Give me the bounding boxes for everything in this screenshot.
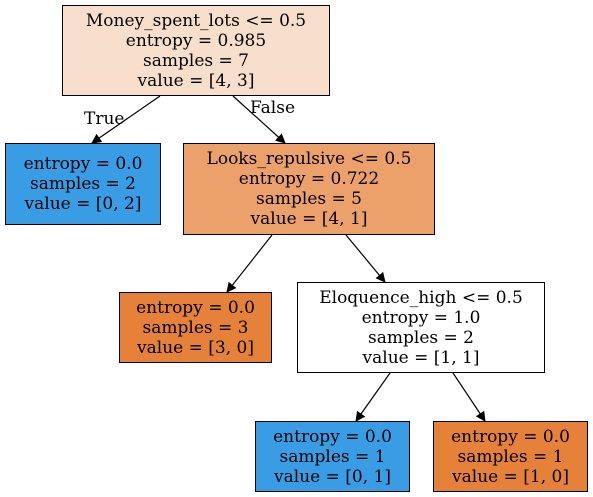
node-text-line: samples = 1 bbox=[457, 446, 564, 467]
edge-n2-n3 bbox=[226, 234, 273, 293]
node-text-line: Money_spent_lots <= 0.5 bbox=[85, 10, 307, 31]
edge-n2-n4 bbox=[345, 234, 386, 283]
edge-n4-n6 bbox=[452, 372, 486, 422]
node-text-line: entropy = 0.985 bbox=[125, 30, 267, 51]
node-text-line: value = [4, 1] bbox=[250, 209, 368, 229]
node-text-line: samples = 1 bbox=[279, 446, 386, 467]
node-text-line: entropy = 0.0 bbox=[23, 154, 143, 174]
node-text-line: value = [0, 1] bbox=[274, 466, 391, 487]
node-text-line: samples = 2 bbox=[30, 174, 136, 194]
node-text-line: samples = 2 bbox=[368, 327, 474, 348]
node-text-line: samples = 3 bbox=[142, 317, 249, 338]
edge-n4-n5 bbox=[355, 372, 391, 422]
node-text-line: value = [1, 0] bbox=[452, 466, 569, 487]
node-text-line: value = [1, 1] bbox=[362, 347, 480, 368]
edge-label-false: False bbox=[250, 98, 295, 118]
node-text-line: samples = 7 bbox=[143, 50, 249, 71]
node-text-line: value = [3, 0] bbox=[137, 337, 254, 358]
node-text-line: Eloquence_high <= 0.5 bbox=[319, 287, 523, 308]
node-text-line: entropy = 0.0 bbox=[273, 426, 392, 447]
node-text-line: value = [0, 2] bbox=[24, 194, 142, 214]
edge-label-true: True bbox=[84, 109, 125, 129]
node-text-line: entropy = 0.0 bbox=[451, 426, 570, 447]
node-text-line: Looks_repulsive <= 0.5 bbox=[206, 149, 412, 169]
edge-n0-n1 bbox=[91, 95, 161, 144]
node-text-line: samples = 5 bbox=[256, 189, 362, 209]
node-text-line: entropy = 0.722 bbox=[238, 169, 380, 189]
node-text-line: entropy = 0.0 bbox=[136, 297, 255, 318]
node-text-line: value = [4, 3] bbox=[137, 70, 255, 91]
edge-n0-n2 bbox=[232, 95, 286, 144]
node-text-line: entropy = 1.0 bbox=[361, 307, 481, 328]
